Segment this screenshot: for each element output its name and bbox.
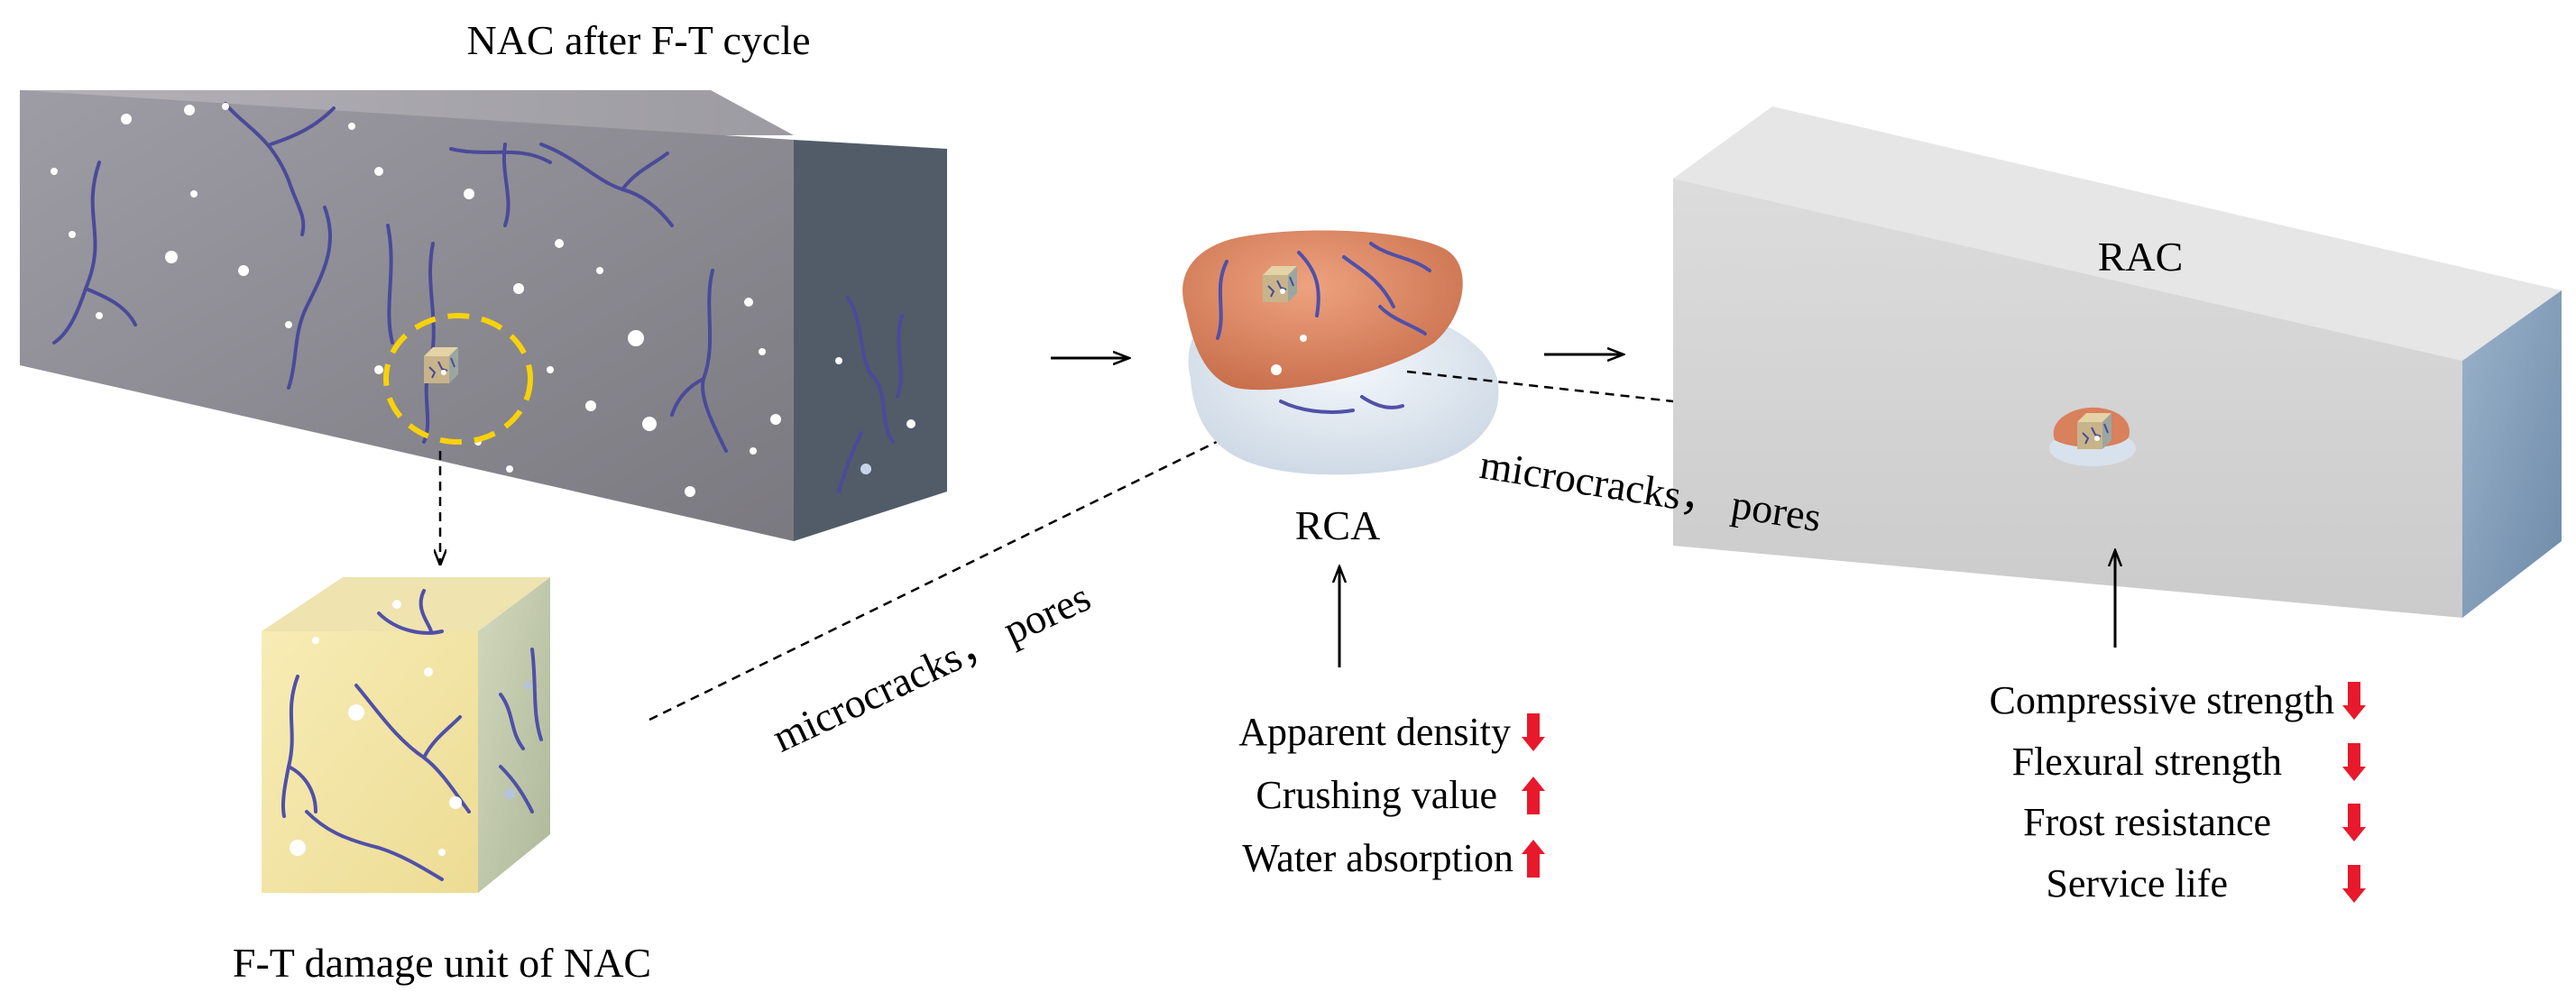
unit-pores [290,600,531,856]
down-arrow-icon [1522,713,1545,751]
nac-front [20,90,794,541]
rca-property-2: Water absorption [1242,836,1513,880]
rac-block [1673,106,2562,618]
damage-unit-cube [262,577,550,893]
up-arrow-icon [1522,777,1545,814]
nac-pores [51,103,915,497]
trend-arrows [1522,682,2366,903]
unit-cracks [281,589,543,881]
down-arrow-icon [2342,743,2366,781]
rca-property-1: Crushing value [1256,773,1497,817]
nac-side-face [794,140,947,541]
up-arrow-icon [1522,840,1545,878]
rca-particle [1182,230,1499,475]
down-arrow-icon [2342,804,2366,841]
down-arrow-icon [2342,865,2366,903]
unit-to-rca-arrow [649,415,1272,722]
rca-title: RCA [1294,502,1381,548]
nac-title: NAC after F-T cycle [466,17,811,63]
rac-property-1: Flexural strength [2011,740,2282,784]
down-arrow-icon [2342,682,2366,720]
rac-title: RAC [2097,234,2184,280]
rac-small-particle [2049,407,2136,466]
rac-property-0: Compressive strength [1989,678,2334,722]
rac-property-2: Frost resistance [2023,800,2271,844]
rca-property-0: Apparent density [1238,710,1511,754]
nac-block [20,90,947,541]
rac-property-3: Service life [2046,861,2228,905]
damage-unit-title: F-T damage unit of NAC [232,940,652,986]
highlight-circle [383,313,533,445]
